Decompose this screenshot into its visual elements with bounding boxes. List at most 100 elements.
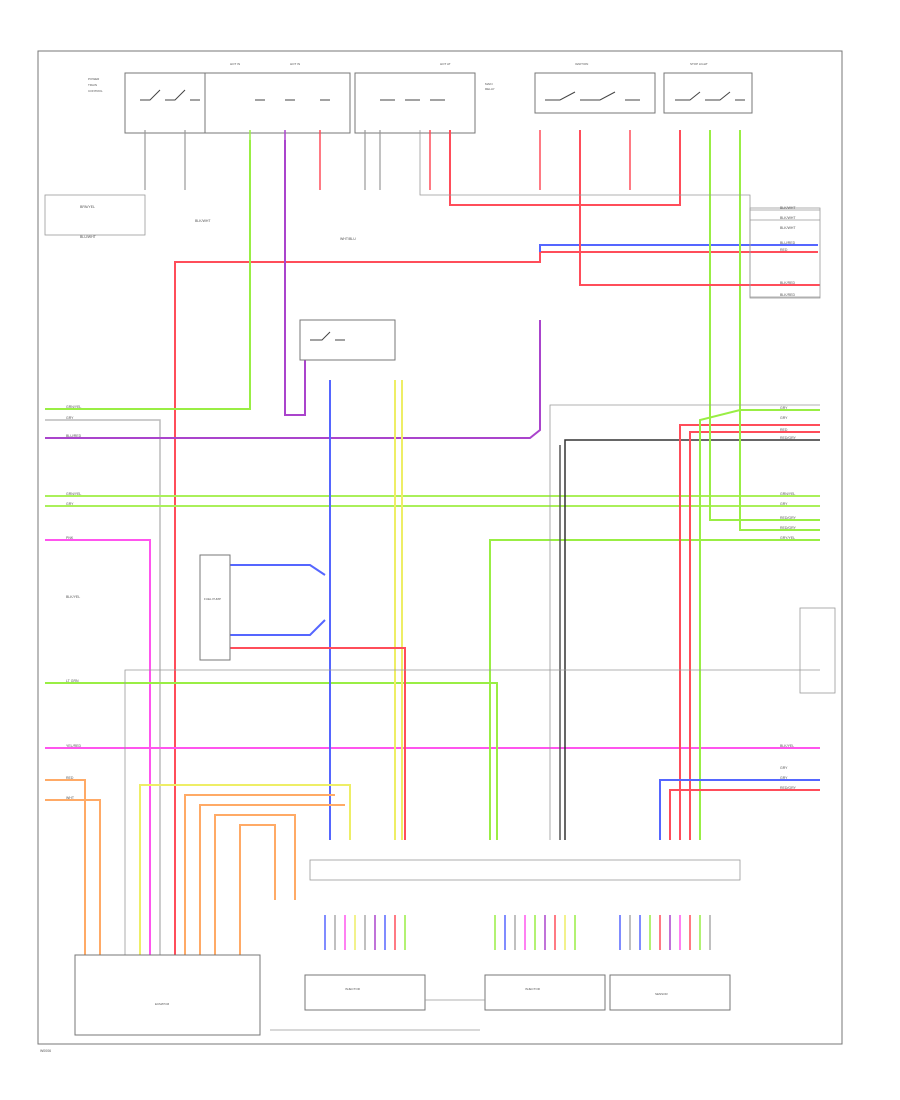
fuel-pump-label: FUEL PUMP xyxy=(204,597,221,601)
svg-text:IGNITION: IGNITION xyxy=(575,62,588,66)
left-wire-label: BLU/RED xyxy=(66,434,82,438)
wire-green-right xyxy=(489,539,820,840)
top-wire-label: BRN/YEL xyxy=(80,205,95,209)
top-labels: BRN/YEL BLU/WHT BLK/WHT WHT/BLU xyxy=(80,205,356,241)
right-wire-label: BLK/RED xyxy=(780,281,795,285)
right-wire-label: GRY xyxy=(780,406,788,410)
wire-red-main xyxy=(174,251,818,955)
right-labels: BLK/WHT BLK/WHT BLK/WHT BLU/RED RED BLK/… xyxy=(780,206,797,790)
top-wire-label: BLK/WHT xyxy=(195,219,211,223)
wire-blue-box xyxy=(230,564,326,576)
wire-orange-4 xyxy=(199,804,345,955)
wire-green-right-v3 xyxy=(739,130,820,531)
wire-orange-2 xyxy=(45,799,101,955)
sensor-block xyxy=(609,974,731,1011)
ground-small-left xyxy=(44,194,146,236)
svg-text:RELAY: RELAY xyxy=(485,87,495,91)
svg-text:CONTROL: CONTROL xyxy=(88,89,103,93)
ecm-pcm-block xyxy=(74,954,261,1036)
right-wire-label: BLK/WHT xyxy=(780,206,796,210)
wire-blue-box-2 xyxy=(230,619,326,636)
ecm-pcm-label: ECM/PCM xyxy=(155,1002,170,1006)
wire-orange-3 xyxy=(184,794,335,955)
svg-text:STOP LIGHT: STOP LIGHT xyxy=(690,62,708,66)
relay-box-1 xyxy=(124,72,206,134)
relay-box-3 xyxy=(354,72,476,134)
wire-red-r2 xyxy=(579,130,820,286)
footer-code: W0006 xyxy=(40,1049,51,1053)
wires xyxy=(45,130,820,955)
injector-block-b xyxy=(484,974,606,1011)
top-components: POWER TRAIN CONTROL HOT IN HOT IN HOT AT IGN… xyxy=(88,62,753,134)
relay-box-2 xyxy=(204,72,351,134)
wire-orange-5 xyxy=(214,814,296,955)
right-wire-label: BLK/YEL xyxy=(780,744,794,748)
wire-red-right-2 xyxy=(689,431,820,840)
left-wire-label: LT GRN xyxy=(66,679,79,683)
left-wire-label: PNK xyxy=(66,536,74,540)
right-wire-label: GRY/YEL xyxy=(780,536,795,540)
injector-b-label: INJECTOR xyxy=(525,987,541,991)
wire-gray-upper xyxy=(45,419,161,955)
sensor-label: SENSOR xyxy=(655,992,669,996)
left-wire-label: GRN/YEL xyxy=(66,405,81,409)
right-wire-label: RED/GRY xyxy=(780,786,797,790)
left-wire-label: BLK/YEL xyxy=(66,595,80,599)
left-wire-label: RED xyxy=(66,776,74,780)
module-connector-bar xyxy=(309,859,741,881)
wire-red-br xyxy=(669,789,820,840)
left-wire-label: YEL/RED xyxy=(66,744,81,748)
wire-blue-br xyxy=(659,779,820,840)
switch-box-2 xyxy=(663,72,753,114)
wire-green-upper xyxy=(45,140,251,410)
svg-text:TRAIN: TRAIN xyxy=(88,83,97,87)
wire-yellow-bl xyxy=(139,784,351,955)
wire-red-right xyxy=(679,424,820,840)
right-wire-label: BLK/RED xyxy=(780,293,795,297)
svg-text:MAIN: MAIN xyxy=(485,82,493,86)
mid-components: FUEL PUMP xyxy=(44,194,836,694)
svg-text:POWER: POWER xyxy=(88,77,100,81)
right-wire-label: GRY xyxy=(780,502,788,506)
wire-pink-upper xyxy=(45,539,151,955)
connector-right-2 xyxy=(799,607,836,694)
wire-green-right-v2 xyxy=(709,130,820,521)
left-wire-label: GRN/YEL xyxy=(66,492,81,496)
connector-pins xyxy=(324,915,711,950)
right-wire-label: GRY xyxy=(780,416,788,420)
right-wire-label: RED/GRY xyxy=(780,436,797,440)
fuel-pump-box xyxy=(199,554,231,661)
svg-text:HOT AT: HOT AT xyxy=(440,62,451,66)
top-wire-label: BLU/WHT xyxy=(80,235,97,239)
top-wire-label: WHT/BLU xyxy=(340,237,356,241)
right-wire-label: RED xyxy=(780,428,788,432)
connector-right xyxy=(749,207,821,299)
left-labels: GRN/YEL GRY BLU/RED GRN/YEL GRY PNK BLK/… xyxy=(66,405,82,800)
right-wire-label: RED xyxy=(780,248,788,252)
wire-violet xyxy=(45,320,541,439)
right-wire-label: RED/GRY xyxy=(780,516,797,520)
left-wire-label: GRY xyxy=(66,502,74,506)
svg-text:HOT IN: HOT IN xyxy=(290,62,300,66)
wire-red-upper-right xyxy=(449,130,681,206)
right-wire-label: GRN/YEL xyxy=(780,492,795,496)
wire-black-right xyxy=(564,439,820,840)
left-wire-label: WHT xyxy=(66,796,75,800)
svg-text:HOT IN: HOT IN xyxy=(230,62,240,66)
right-wire-label: GRY xyxy=(780,776,788,780)
right-wire-label: BLK/WHT xyxy=(780,226,796,230)
wire-violet-loop xyxy=(284,140,306,416)
wire-blue-main xyxy=(539,244,818,252)
bottom-modules: ECM/PCM INJECTOR INJECTOR SENSOR xyxy=(74,859,741,1036)
relay-mid xyxy=(299,319,396,361)
injector-block-a xyxy=(304,974,426,1011)
diagram-border xyxy=(37,50,843,1045)
right-wire-label: RED/GRY xyxy=(780,526,797,530)
wire-orange-1 xyxy=(45,779,86,955)
injector-a-label: INJECTOR xyxy=(345,987,361,991)
wire-orange-6 xyxy=(239,824,276,955)
wire-green-right-v xyxy=(699,409,820,840)
right-wire-label: BLK/WHT xyxy=(780,216,796,220)
right-wire-label: GRY xyxy=(780,766,788,770)
